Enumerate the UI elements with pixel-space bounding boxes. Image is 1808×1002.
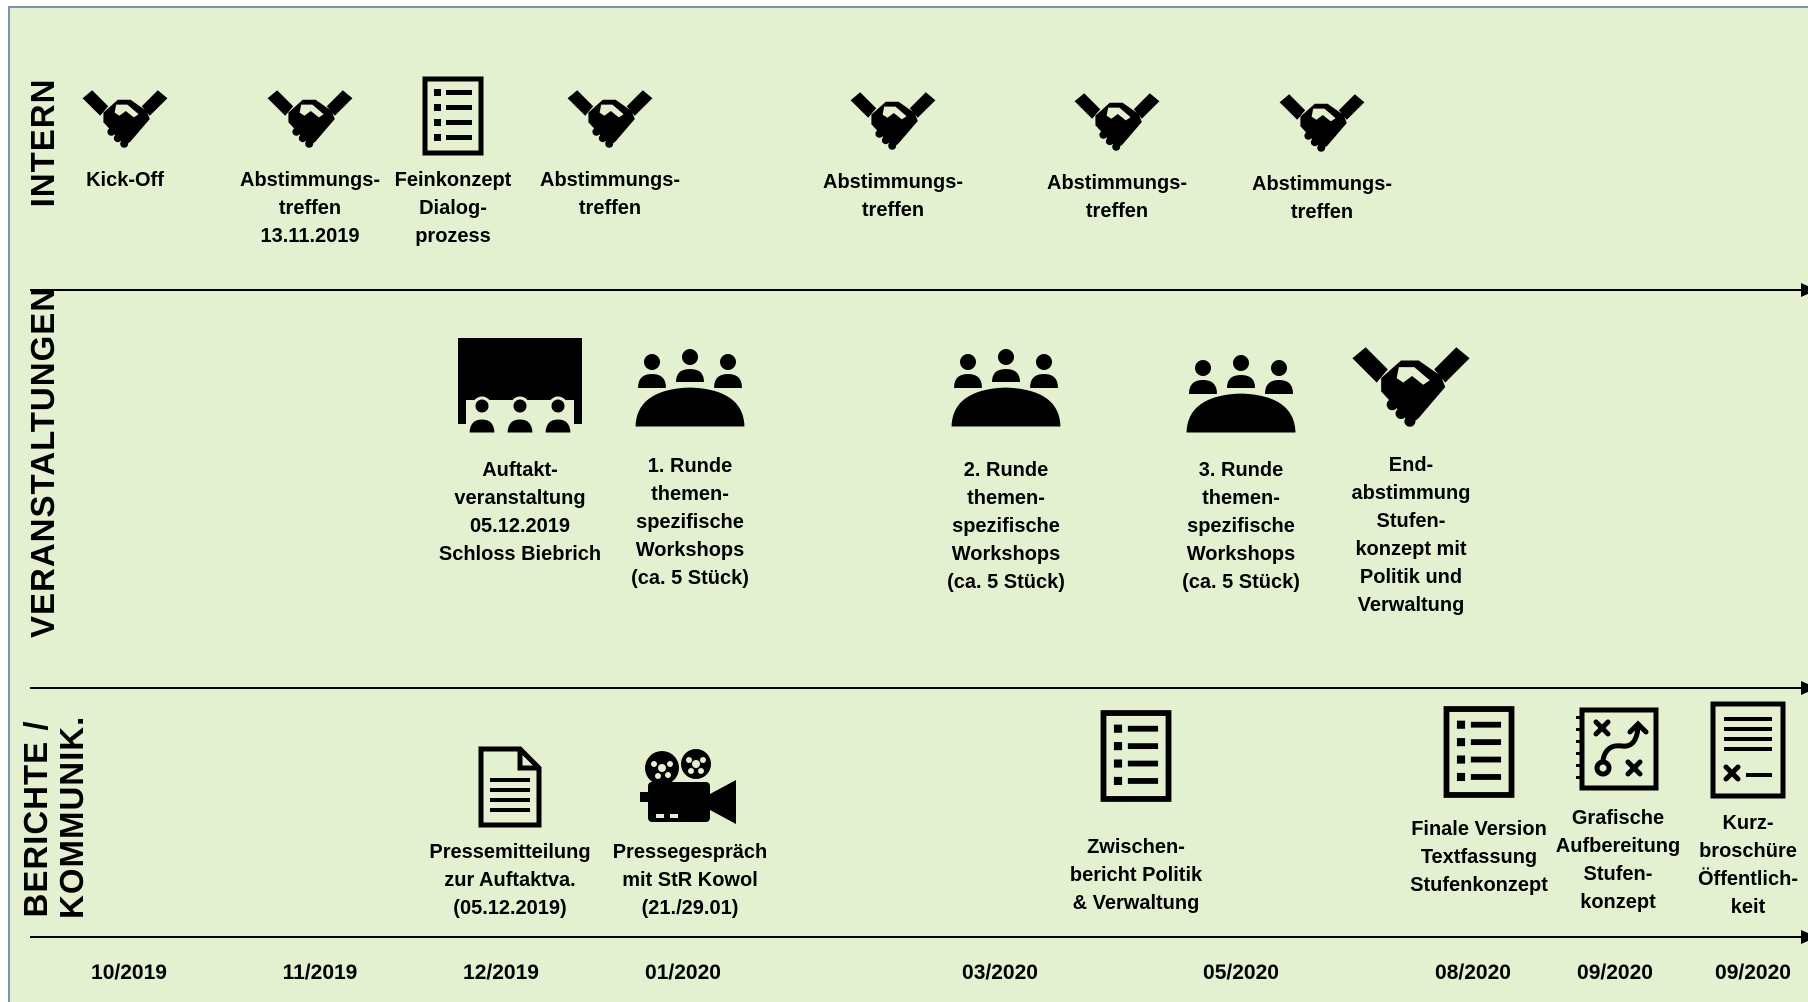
handshake-icon bbox=[567, 90, 653, 148]
month-label: 05/2020 bbox=[1203, 961, 1279, 984]
form-document-icon bbox=[1710, 701, 1786, 799]
intern-item-label: Abstimmungs- treffen bbox=[540, 169, 680, 219]
month-label: 10/2019 bbox=[91, 961, 167, 984]
report-item-pressegespraech: Pressegespräch mit StR Kowol (21./29.01) bbox=[610, 748, 770, 922]
intern-item-abstimmung-4: Abstimmungs- treffen bbox=[1042, 91, 1192, 225]
strategy-board-icon bbox=[1576, 707, 1659, 791]
intern-item-label: Abstimmungs- treffen bbox=[1047, 172, 1187, 222]
intern-item-label: Abstimmungs- treffen 13.11.2019 bbox=[240, 169, 380, 247]
report-item-label: Pressegespräch mit StR Kowol (21./29.01) bbox=[612, 841, 768, 919]
lane-label-berichte: BERICHTE / KOMMUNIK. bbox=[17, 715, 90, 919]
report-item-label: Zwischen- bericht Politik & Verwaltung bbox=[1069, 836, 1203, 914]
lane-divider-arrow-2 bbox=[30, 681, 1808, 695]
lane-divider-arrow-1 bbox=[30, 283, 1808, 297]
report-item-grafische-aufbereitung: Grafische Aufbereitung Stufen- konzept bbox=[1548, 706, 1688, 916]
lane-label-veranstaltungen: VERANSTALTUNGEN bbox=[24, 286, 61, 638]
handshake-icon bbox=[82, 90, 168, 148]
checklist-icon bbox=[1443, 706, 1515, 798]
intern-item-label: Feinkonzept Dialog- prozess bbox=[394, 169, 512, 247]
handshake-icon bbox=[1074, 93, 1160, 151]
event-item-label: 2. Runde themen- spezifische Workshops (… bbox=[947, 459, 1065, 593]
meeting-table-icon bbox=[1185, 355, 1297, 434]
lane-label-intern: INTERN bbox=[24, 78, 61, 208]
event-item-endabstimmung: End- abstimmung Stufen- konzept mit Poli… bbox=[1331, 345, 1491, 619]
checklist-icon bbox=[1100, 710, 1172, 802]
lane-label-berichte-line1: BERICHTE / bbox=[17, 720, 54, 918]
event-item-label: 1. Runde themen- spezifische Workshops (… bbox=[631, 455, 749, 589]
handshake-icon bbox=[1279, 94, 1365, 152]
report-item-finale-version: Finale Version Textfassung Stufenkonzept bbox=[1399, 705, 1559, 899]
intern-item-abstimmung-5: Abstimmungs- treffen bbox=[1247, 92, 1397, 226]
intern-item-label: Abstimmungs- treffen bbox=[823, 171, 963, 221]
event-item-auftakt: Auftakt- veranstaltung 05.12.2019 Schlos… bbox=[430, 338, 610, 568]
intern-item-abstimmung-1: Abstimmungs- treffen 13.11.2019 bbox=[235, 88, 385, 250]
report-item-label: Grafische Aufbereitung Stufen- konzept bbox=[1555, 807, 1681, 913]
audience-screen-icon bbox=[458, 338, 582, 436]
event-item-runde-3: 3. Runde themen- spezifische Workshops (… bbox=[1161, 354, 1321, 596]
month-label: 09/2020 bbox=[1715, 961, 1791, 984]
event-item-label: 3. Runde themen- spezifische Workshops (… bbox=[1182, 459, 1300, 593]
month-label: 12/2019 bbox=[463, 961, 539, 984]
arrow-head bbox=[1801, 930, 1808, 944]
timeline-axis-arrow bbox=[30, 930, 1808, 944]
video-camera-icon bbox=[640, 749, 736, 824]
report-item-pressemitteilung: Pressemitteilung zur Auftaktva. (05.12.2… bbox=[420, 746, 600, 922]
month-label: 09/2020 bbox=[1577, 961, 1653, 984]
timeline-canvas: INTERN VERANSTALTUNGEN BERICHTE / KOMMUN… bbox=[8, 6, 1808, 1002]
intern-item-label: Kick-Off bbox=[86, 169, 164, 191]
intern-item-kickoff: Kick-Off bbox=[65, 88, 185, 194]
event-item-label: Auftakt- veranstaltung 05.12.2019 Schlos… bbox=[438, 459, 602, 565]
checklist-icon bbox=[422, 76, 484, 156]
report-item-label: Kurz- broschüre Öffentlich- keit bbox=[1698, 812, 1798, 918]
event-item-label: End- abstimmung Stufen- konzept mit Poli… bbox=[1351, 454, 1471, 616]
event-item-runde-1: 1. Runde themen- spezifische Workshops (… bbox=[610, 348, 770, 592]
document-icon bbox=[478, 746, 542, 828]
lane-label-berichte-line2: KOMMUNIK. bbox=[53, 715, 90, 919]
event-item-runde-2: 2. Runde themen- spezifische Workshops (… bbox=[926, 348, 1086, 596]
report-item-label: Finale Version Textfassung Stufenkonzept bbox=[1410, 818, 1548, 896]
month-label: 08/2020 bbox=[1435, 961, 1511, 984]
report-item-label: Pressemitteilung zur Auftaktva. (05.12.2… bbox=[429, 841, 591, 919]
handshake-icon bbox=[1352, 347, 1470, 427]
handshake-icon bbox=[267, 90, 353, 148]
intern-item-abstimmung-3: Abstimmungs- treffen bbox=[818, 90, 968, 224]
handshake-icon bbox=[850, 92, 936, 150]
arrow-head bbox=[1801, 681, 1808, 695]
month-label: 11/2019 bbox=[282, 961, 358, 984]
report-item-zwischenbericht: Zwischen- bericht Politik & Verwaltung bbox=[1051, 709, 1221, 917]
intern-item-label: Abstimmungs- treffen bbox=[1252, 173, 1392, 223]
intern-item-feinkonzept: Feinkonzept Dialog- prozess bbox=[388, 76, 518, 250]
month-label: 01/2020 bbox=[645, 961, 721, 984]
meeting-table-icon bbox=[950, 349, 1062, 428]
intern-item-abstimmung-2: Abstimmungs- treffen bbox=[535, 88, 685, 222]
month-label: 03/2020 bbox=[962, 961, 1038, 984]
report-item-kurzbroschuere: Kurz- broschüre Öffentlich- keit bbox=[1693, 701, 1803, 921]
arrow-head bbox=[1801, 283, 1808, 297]
meeting-table-icon bbox=[634, 349, 746, 428]
